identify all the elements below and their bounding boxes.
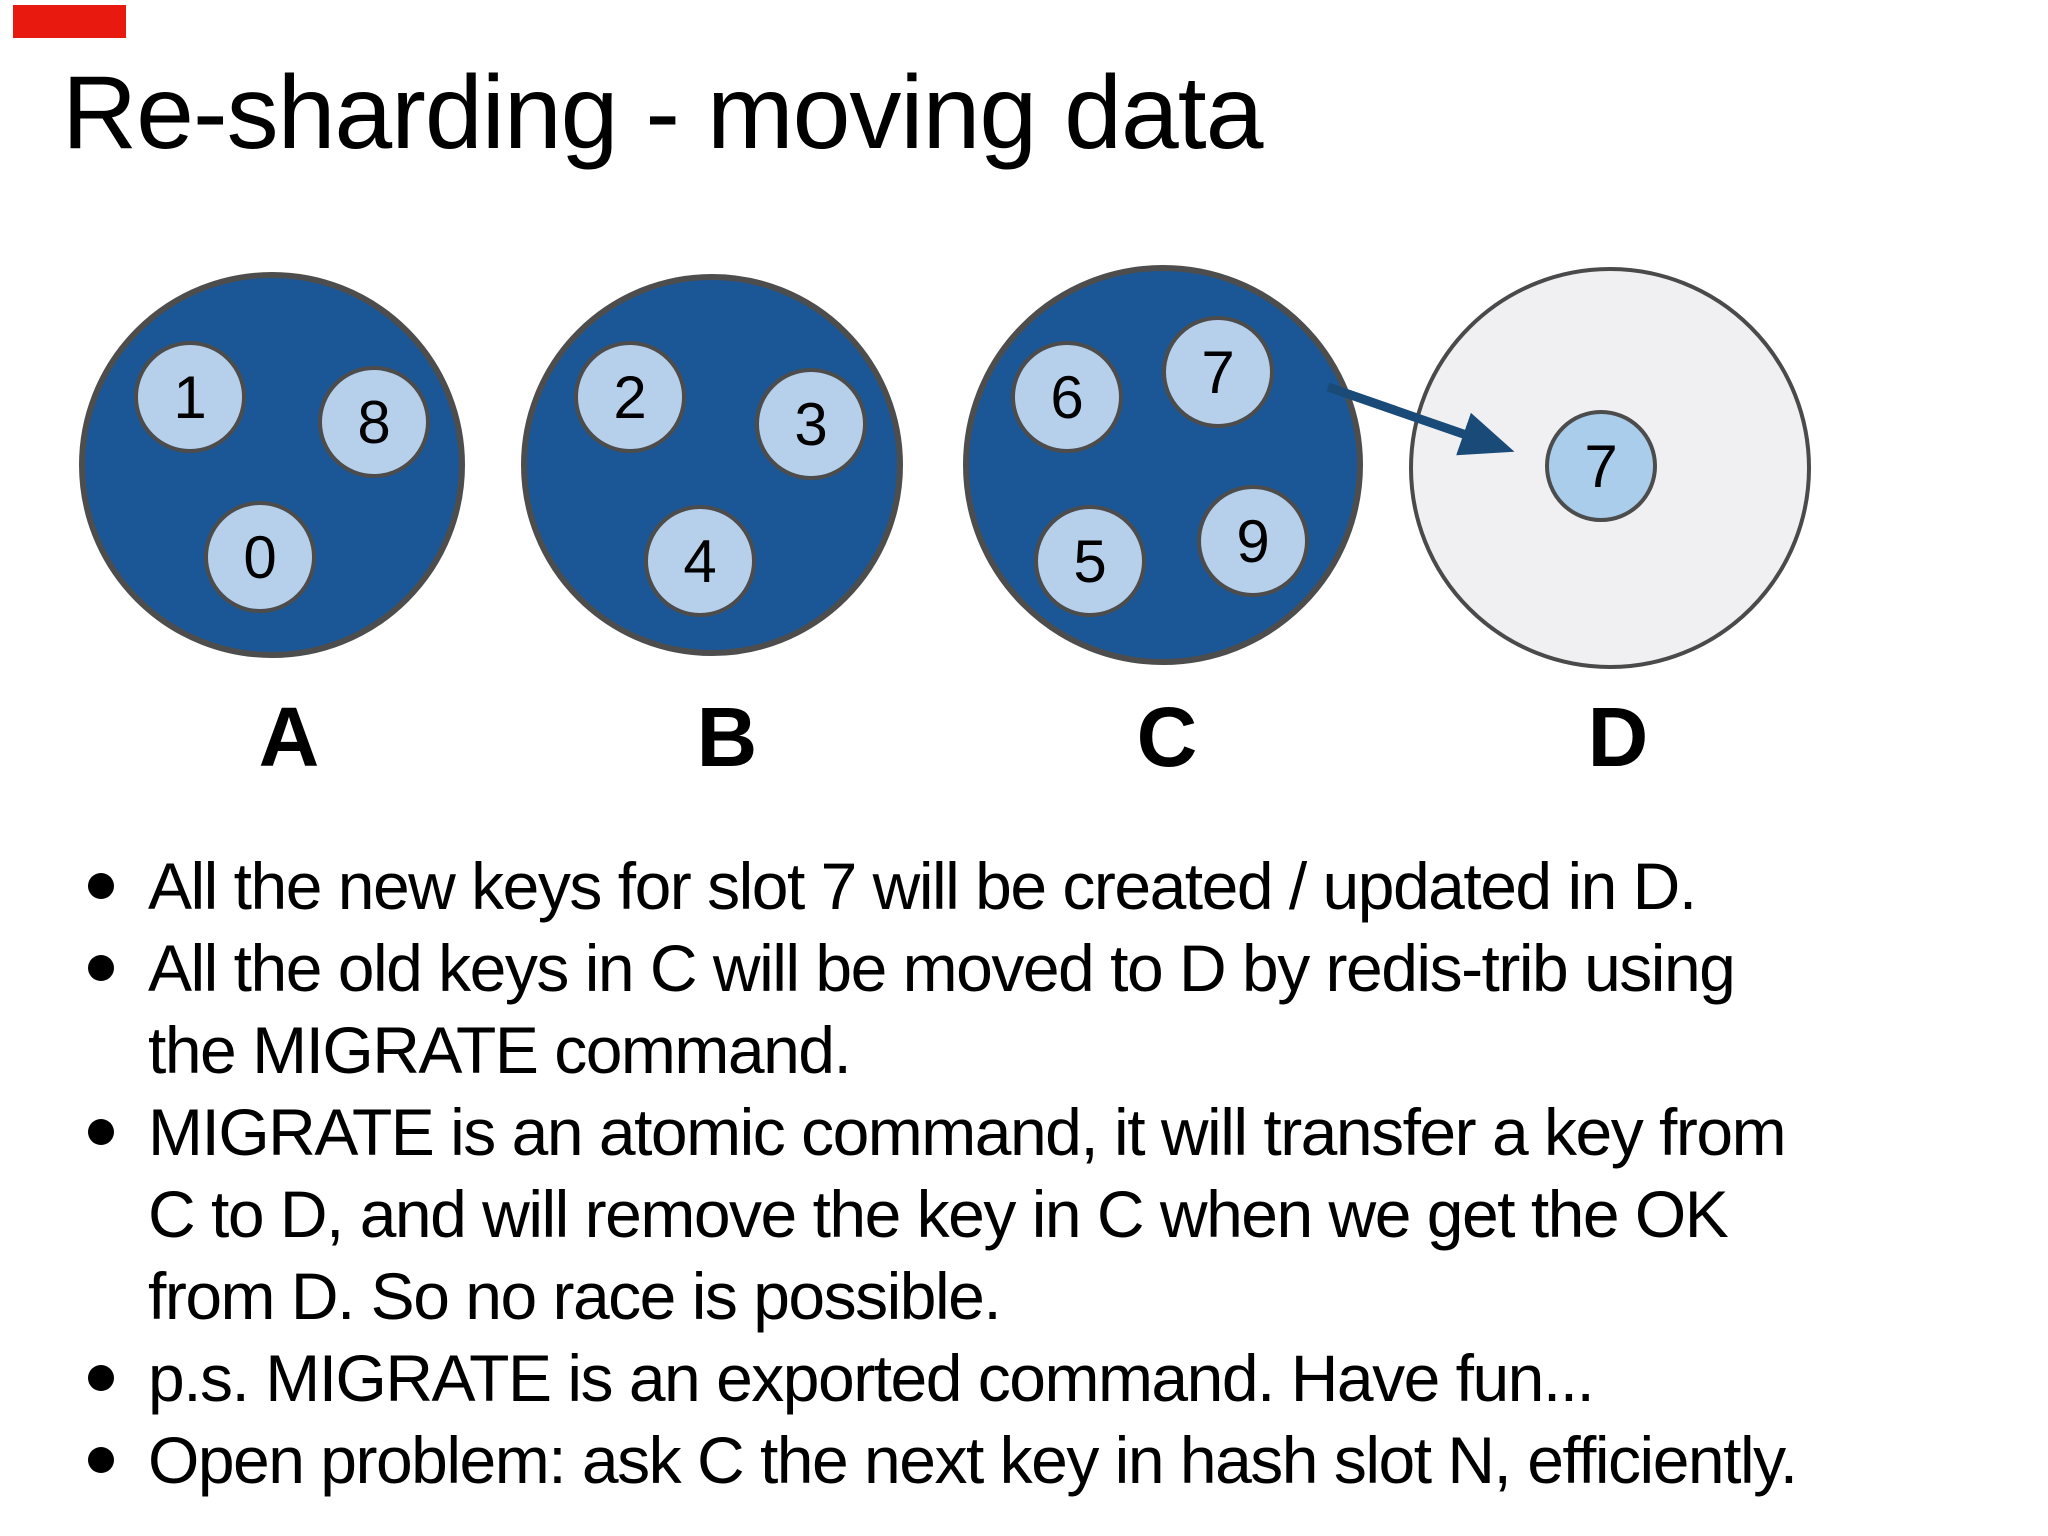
cluster-node-c <box>963 265 1363 665</box>
slot-number: 8 <box>357 388 391 456</box>
hash-slot-c-6: 6 <box>1011 341 1123 453</box>
slide-title: Re-sharding - moving data <box>62 55 1264 171</box>
bullet-dot-icon <box>88 955 114 981</box>
hash-slot-c-9: 9 <box>1197 485 1309 597</box>
hash-slot-a-1: 1 <box>134 341 246 453</box>
bullet-text: p.s. MIGRATE is an exported command. Hav… <box>148 1341 1595 1415</box>
bullet-item: All the old keys in C will be moved to D… <box>88 927 2018 1091</box>
hash-slot-c-5: 5 <box>1034 505 1146 617</box>
slot-number: 4 <box>683 527 717 595</box>
slot-number: 7 <box>1584 432 1618 500</box>
bullet-item: All the new keys for slot 7 will be crea… <box>88 845 2018 927</box>
slot-number: 5 <box>1073 527 1107 595</box>
slot-number: 1 <box>173 363 207 431</box>
bullet-dot-icon <box>88 1365 114 1391</box>
hash-slot-a-8: 8 <box>318 366 430 478</box>
node-label-c: C <box>1136 690 1198 784</box>
bullet-text: Open problem: ask C the next key in hash… <box>148 1423 1798 1497</box>
hash-slot-a-0: 0 <box>204 501 316 613</box>
bullet-text: All the old keys in C will be moved to D… <box>148 931 1736 1087</box>
hash-slot-b-2: 2 <box>574 341 686 453</box>
slot-number: 9 <box>1236 507 1270 575</box>
node-label-a: A <box>258 690 320 784</box>
bullet-list: All the new keys for slot 7 will be crea… <box>88 845 2018 1501</box>
node-label-b: B <box>696 690 758 784</box>
bullet-text: All the new keys for slot 7 will be crea… <box>148 849 1697 923</box>
recording-indicator <box>13 5 126 38</box>
bullet-dot-icon <box>88 1447 114 1473</box>
bullet-text: MIGRATE is an atomic command, it will tr… <box>148 1095 1787 1333</box>
bullet-item: Open problem: ask C the next key in hash… <box>88 1419 2018 1501</box>
bullet-item: p.s. MIGRATE is an exported command. Hav… <box>88 1337 2018 1419</box>
hash-slot-c-7: 7 <box>1162 316 1274 428</box>
bullet-dot-icon <box>88 1119 114 1145</box>
hash-slot-b-3: 3 <box>755 368 867 480</box>
node-label-d: D <box>1587 690 1649 784</box>
slot-number: 0 <box>243 523 277 591</box>
slot-number: 6 <box>1050 363 1084 431</box>
bullet-dot-icon <box>88 873 114 899</box>
slot-number: 3 <box>794 390 828 458</box>
hash-slot-b-4: 4 <box>644 505 756 617</box>
bullet-item: MIGRATE is an atomic command, it will tr… <box>88 1091 2018 1337</box>
hash-slot-d-7: 7 <box>1545 410 1657 522</box>
slot-number: 2 <box>613 363 647 431</box>
slot-number: 7 <box>1201 338 1235 406</box>
